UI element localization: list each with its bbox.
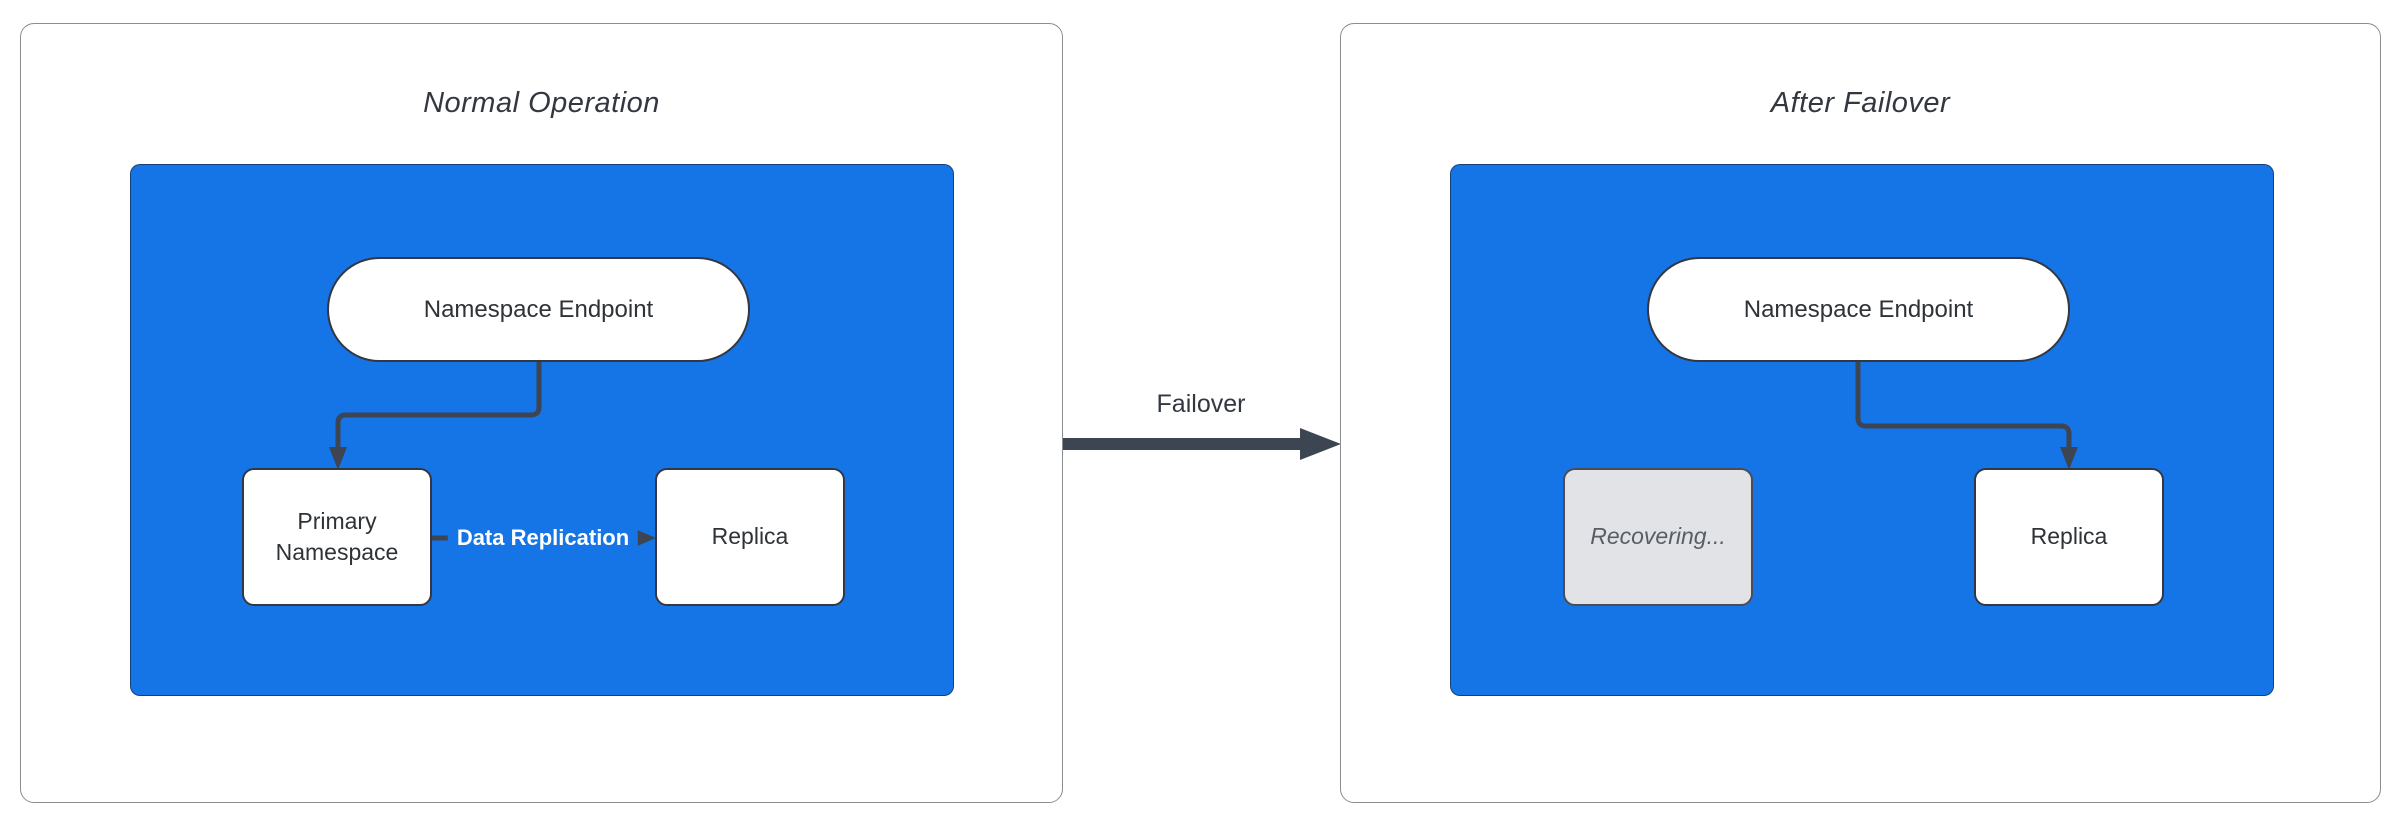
edge-label-data-replication: Data Replication [447,522,639,554]
panel-after-failover: After Failover Namespace Endpoint Recove… [1340,23,2381,803]
namespace-container-failover: Namespace Endpoint Recovering... Replica [1450,164,2274,696]
node-replica-failover-label: Replica [2030,523,2108,550]
node-replica-normal-label: Replica [711,523,789,550]
node-primary-namespace: Primary Namespace [242,468,432,606]
transition-label-failover: Failover [1156,390,1246,418]
panel-title-after-failover: After Failover [1770,87,1951,119]
failover-arrow [1063,428,1341,460]
node-recovering-label: Recovering... [1590,523,1726,550]
namespace-container-normal: Namespace Endpoint Primary Namespace Rep… [130,164,954,696]
node-namespace-endpoint-failover: Namespace Endpoint [1647,257,2070,362]
edges-failover [1855,362,2078,470]
node-namespace-endpoint-normal: Namespace Endpoint [327,257,750,362]
node-namespace-endpoint-failover-label: Namespace Endpoint [1743,295,1974,323]
node-replica-failover: Replica [1974,468,2164,606]
edges-normal [329,362,656,547]
arrowhead-endpoint-to-replica-icon [2060,447,2078,470]
failover-arrowhead-icon [1300,428,1341,460]
arrowhead-endpoint-to-primary-icon [329,447,347,470]
node-namespace-endpoint-normal-label: Namespace Endpoint [423,295,654,323]
node-recovering: Recovering... [1563,468,1753,606]
panel-normal-operation: Normal Operation Namespace Endpoint Prim… [20,23,1063,803]
panel-title-normal-operation: Normal Operation [423,87,660,119]
edge-endpoint-to-primary [335,362,542,449]
node-replica-normal: Replica [655,468,845,606]
edge-endpoint-to-replica [1855,362,2072,449]
node-primary-namespace-label: Primary Namespace [275,507,399,565]
